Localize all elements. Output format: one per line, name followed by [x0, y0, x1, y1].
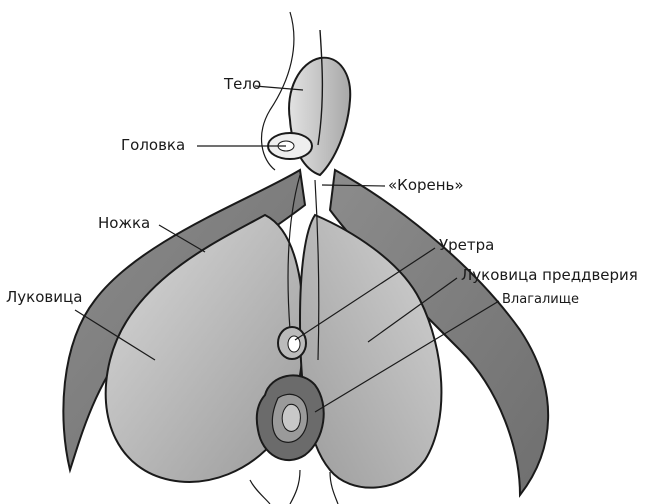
label-uretra: Уретра	[439, 238, 494, 253]
bottom-stems	[250, 470, 338, 504]
label-telo: Тело	[224, 77, 261, 92]
label-koren: «Корень»	[388, 178, 464, 193]
label-lukovitsa: Луковица	[6, 290, 82, 305]
leader-koren	[322, 185, 385, 186]
label-nozhka: Ножка	[98, 216, 150, 231]
label-golovka: Головка	[121, 138, 185, 153]
label-lukovitsa-preddveriya: Луковица преддверия	[461, 268, 638, 283]
label-vlagalishche: Влагалище	[502, 293, 579, 306]
